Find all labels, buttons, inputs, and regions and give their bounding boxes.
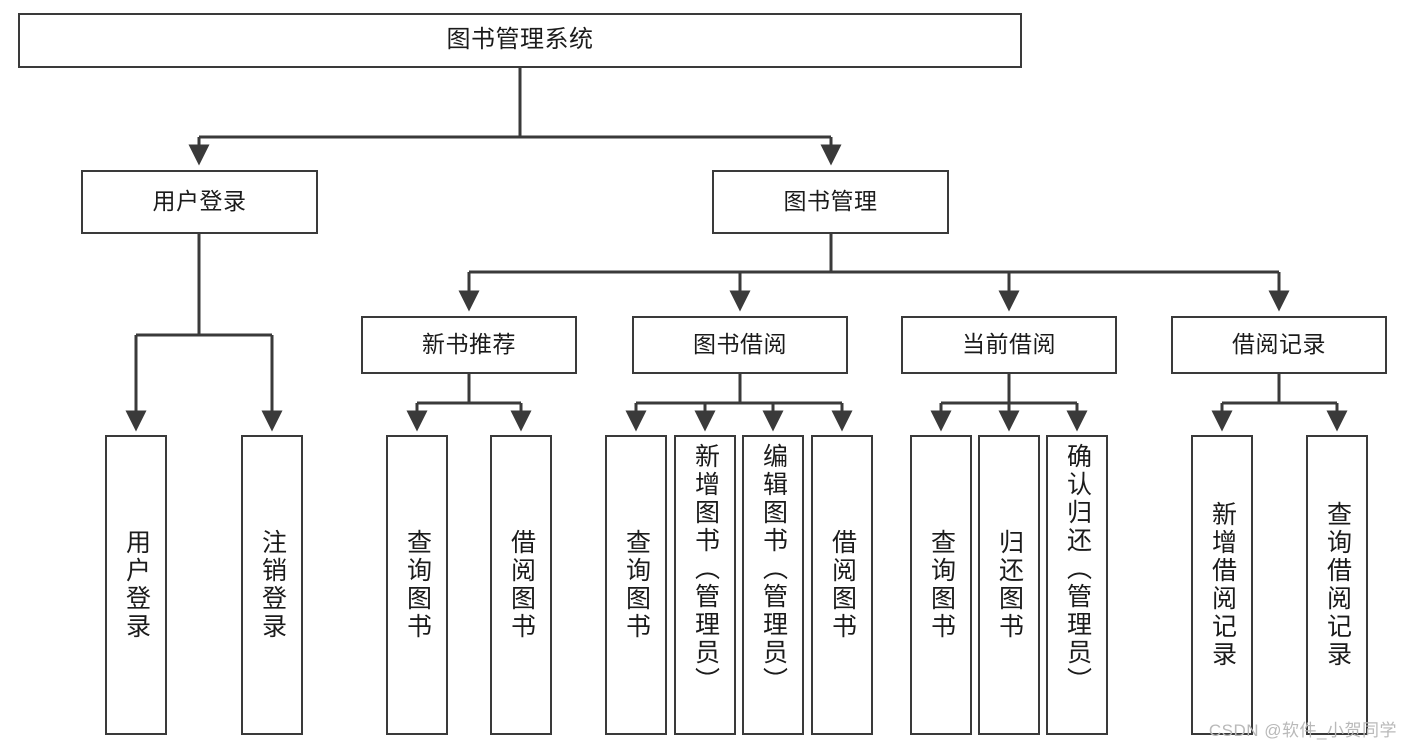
node-root-label: 图书管理系统: [446, 26, 594, 54]
leaf-user-login-signout-label: 注销登录: [258, 529, 287, 641]
leaf-record-query-label: 查询借阅记录: [1323, 501, 1352, 669]
leaf-borrow-edit-admin-label: 编辑图书（管理员）: [759, 443, 788, 695]
leaf-current-query[interactable]: 查询图书: [910, 435, 972, 735]
node-user-login[interactable]: 用户登录: [81, 170, 318, 234]
node-user-login-label: 用户登录: [152, 188, 247, 215]
leaf-borrow-do-borrow[interactable]: 借阅图书: [811, 435, 873, 735]
leaf-newbook-borrow[interactable]: 借阅图书: [490, 435, 552, 735]
leaf-borrow-query[interactable]: 查询图书: [605, 435, 667, 735]
leaf-newbook-borrow-label: 借阅图书: [507, 529, 536, 641]
node-borrow-record[interactable]: 借阅记录: [1171, 316, 1387, 374]
node-current-borrow[interactable]: 当前借阅: [901, 316, 1117, 374]
node-book-management-label: 图书管理: [783, 188, 878, 215]
leaf-current-return-label: 归还图书: [995, 529, 1024, 641]
leaf-borrow-query-label: 查询图书: [622, 529, 651, 641]
node-root[interactable]: 图书管理系统: [18, 13, 1022, 68]
leaf-current-confirm-admin[interactable]: 确认归还（管理员）: [1046, 435, 1108, 735]
leaf-record-add-label: 新增借阅记录: [1208, 501, 1237, 669]
leaf-borrow-do-borrow-label: 借阅图书: [828, 529, 857, 641]
leaf-user-login-signin-label: 用户登录: [122, 529, 151, 641]
leaf-newbook-query-label: 查询图书: [403, 529, 432, 641]
node-book-borrow[interactable]: 图书借阅: [632, 316, 848, 374]
node-book-management[interactable]: 图书管理: [712, 170, 949, 234]
leaf-user-login-signin[interactable]: 用户登录: [105, 435, 167, 735]
leaf-borrow-edit-admin[interactable]: 编辑图书（管理员）: [742, 435, 804, 735]
leaf-newbook-query[interactable]: 查询图书: [386, 435, 448, 735]
leaf-current-query-label: 查询图书: [927, 529, 956, 641]
node-current-borrow-label: 当前借阅: [962, 331, 1056, 358]
leaf-borrow-add-admin[interactable]: 新增图书（管理员）: [674, 435, 736, 735]
leaf-current-return[interactable]: 归还图书: [978, 435, 1040, 735]
node-book-borrow-label: 图书借阅: [693, 331, 787, 358]
csdn-watermark: CSDN @软件_小贺同学: [1208, 721, 1397, 740]
node-new-book-recommend[interactable]: 新书推荐: [361, 316, 577, 374]
leaf-user-login-signout[interactable]: 注销登录: [241, 435, 303, 735]
node-borrow-record-label: 借阅记录: [1232, 331, 1326, 358]
leaf-borrow-add-admin-label: 新增图书（管理员）: [691, 443, 720, 695]
leaf-current-confirm-admin-label: 确认归还（管理员）: [1063, 443, 1092, 695]
node-new-book-recommend-label: 新书推荐: [422, 331, 516, 358]
leaf-record-add[interactable]: 新增借阅记录: [1191, 435, 1253, 735]
leaf-record-query[interactable]: 查询借阅记录: [1306, 435, 1368, 735]
